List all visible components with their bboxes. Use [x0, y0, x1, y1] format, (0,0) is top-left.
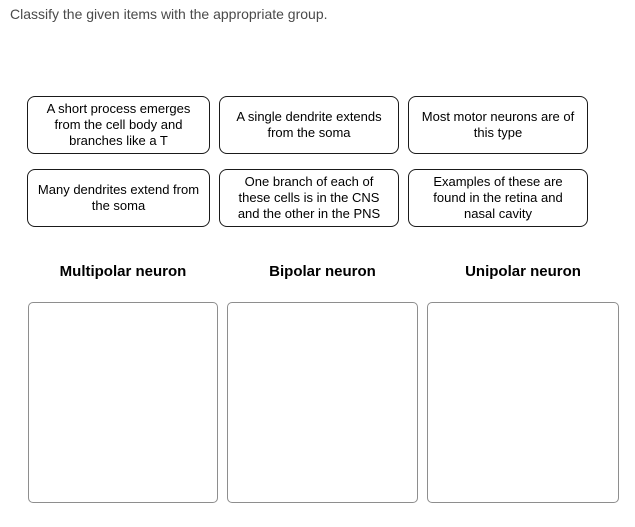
item-card-text: A short process emerges from the cell bo… — [46, 101, 191, 148]
exercise-prompt: Classify the given items with the approp… — [10, 6, 328, 22]
item-card-bank: A short process emerges from the cell bo… — [27, 96, 588, 227]
drop-zone-multipolar[interactable] — [28, 302, 218, 503]
item-card-cns-pns-branch[interactable]: One branch of each of these cells is in … — [219, 169, 399, 227]
item-card-retina-nasal[interactable]: Examples of these are found in the retin… — [408, 169, 588, 227]
group-label-bipolar: Bipolar neuron — [269, 263, 376, 280]
item-card-motor-neurons[interactable]: Most motor neurons are of this type — [408, 96, 588, 154]
group-label-unipolar: Unipolar neuron — [465, 263, 581, 280]
item-card-text: Most motor neurons are of this type — [421, 109, 575, 140]
group-label-multipolar: Multipolar neuron — [59, 263, 187, 280]
drop-zone-unipolar[interactable] — [427, 302, 619, 503]
item-card-text: A single dendrite extends from the soma — [236, 109, 382, 140]
group-labels-row: Multipolar neuron Bipolar neuron Unipola… — [28, 263, 619, 281]
item-card-text: One branch of each of these cells is in … — [237, 174, 381, 221]
drop-zone-bipolar[interactable] — [227, 302, 418, 503]
drop-zones-row — [28, 302, 619, 503]
item-card-many-dendrites[interactable]: Many dendrites extend from the soma — [27, 169, 210, 227]
item-card-text: Many dendrites extend from the soma — [37, 182, 200, 213]
item-card-short-process[interactable]: A short process emerges from the cell bo… — [27, 96, 210, 154]
item-card-text: Examples of these are found in the retin… — [433, 174, 563, 221]
item-card-single-dendrite[interactable]: A single dendrite extends from the soma — [219, 96, 399, 154]
